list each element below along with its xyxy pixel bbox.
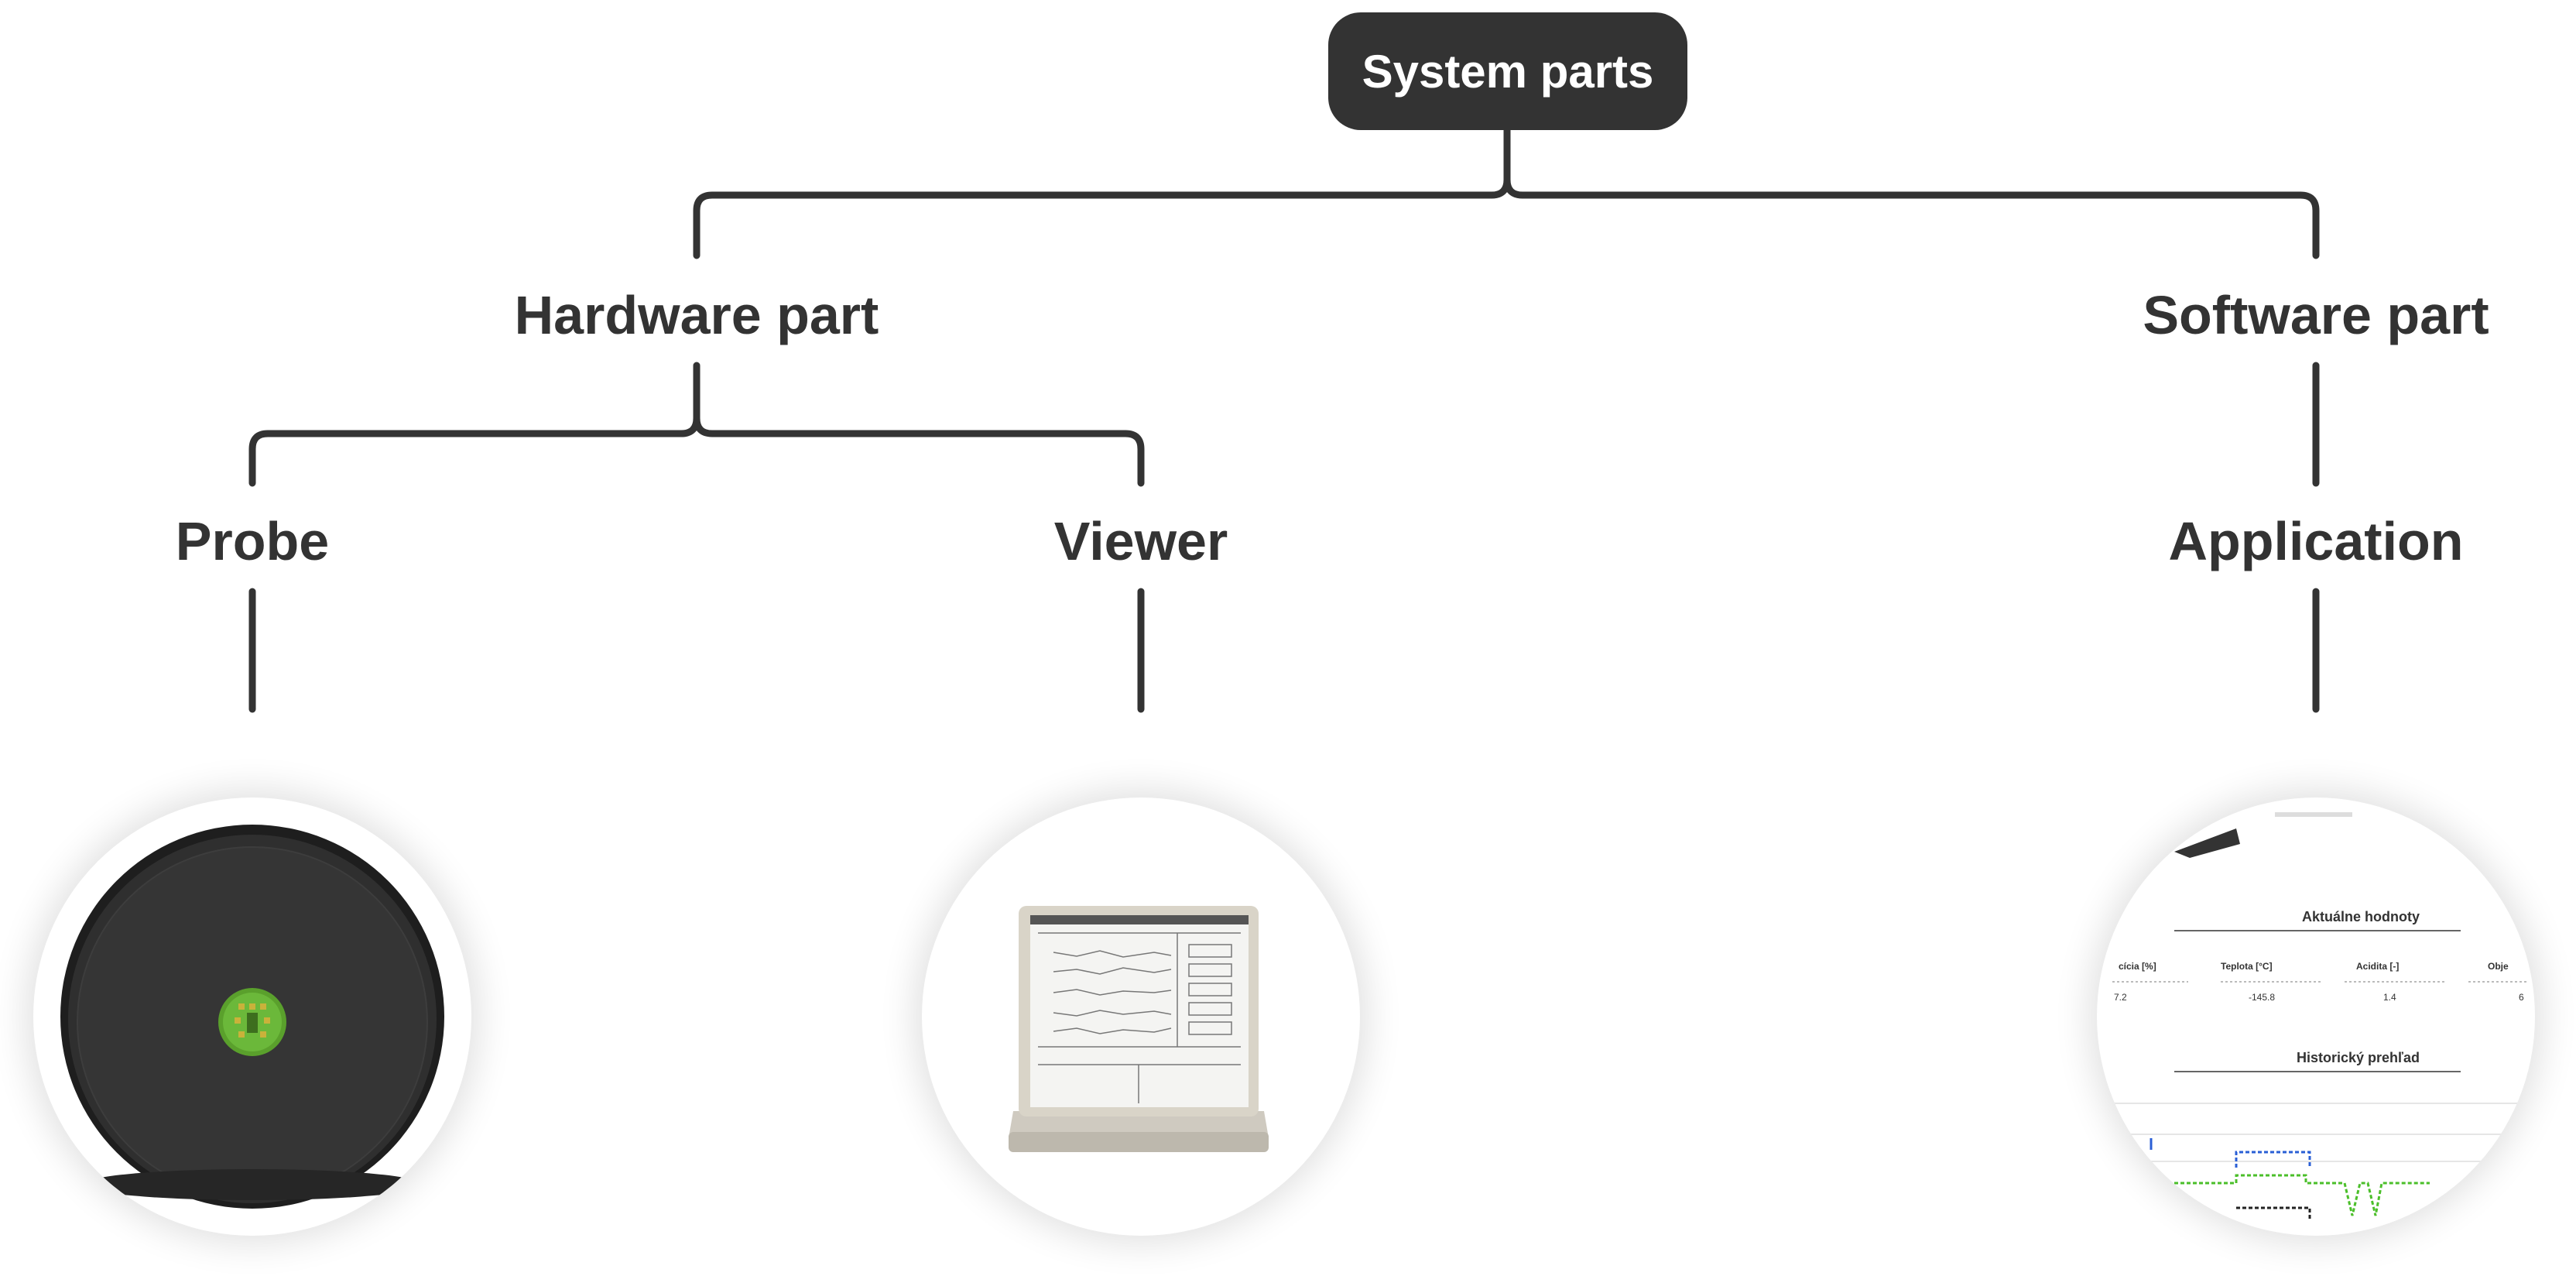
application-image: Aktuálne hodnoty cícia [%] Teplota [°C] … (2097, 798, 2535, 1236)
app-column-3: Acidita [-] (2356, 961, 2399, 972)
software-part-label: Software part (2143, 285, 2489, 345)
viewer-label: Viewer (1053, 511, 1228, 571)
application-label: Application (2168, 511, 2464, 571)
hardware-part-label: Hardware part (514, 285, 879, 345)
app-value-3: 1.4 (2383, 992, 2396, 1003)
probe-label: Probe (175, 511, 330, 571)
probe-image (33, 798, 471, 1236)
root-node: System parts (1328, 12, 1687, 130)
app-value-2: -145.8 (2249, 992, 2275, 1003)
app-current-values-title: Aktuálne hodnoty (2302, 909, 2420, 924)
app-value-4: 6 (2519, 992, 2524, 1003)
hardware-connector (248, 362, 1145, 487)
app-value-1: 7.2 (2114, 992, 2127, 1003)
app-column-1: cícia [%] (2119, 961, 2156, 972)
root-label: System parts (1362, 45, 1654, 98)
app-historical-title: Historický prehľad (2297, 1050, 2420, 1065)
root-connector (693, 126, 2320, 259)
viewer-image (922, 798, 1360, 1236)
app-column-4: Obje (2488, 961, 2509, 972)
app-column-2: Teplota [°C] (2221, 961, 2273, 972)
